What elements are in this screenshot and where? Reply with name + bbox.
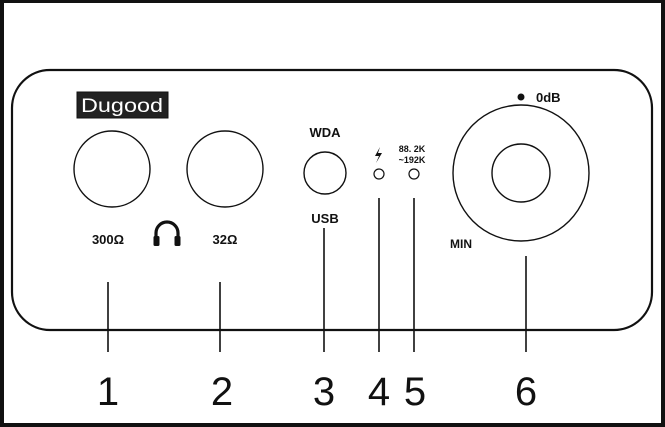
callout-1: 1 <box>97 370 119 414</box>
volume-knob-outer <box>452 104 590 242</box>
headphone-jack-32 <box>186 130 264 208</box>
power-indicator-led <box>373 168 385 180</box>
label-usb: USB <box>311 211 338 226</box>
volume-knob-inner <box>491 143 551 203</box>
headphone-jack-300 <box>73 130 151 208</box>
sample-rate-led <box>408 168 420 180</box>
brand-logo: Dugood <box>76 91 169 119</box>
label-rate-line-2: ~192K <box>399 155 426 165</box>
label-0db: 0dB <box>536 90 561 105</box>
label-300-ohm: 300Ω <box>92 232 124 247</box>
front-panel-outline <box>10 68 654 332</box>
callout-3: 3 <box>313 370 335 414</box>
callout-5: 5 <box>404 370 426 414</box>
label-rate-line-1: 88. 2K <box>399 144 426 154</box>
label-32-ohm: 32Ω <box>213 232 238 247</box>
brand-logo-background <box>76 91 169 119</box>
headphone-icon <box>153 220 181 246</box>
lightning-bolt-icon <box>375 147 382 163</box>
callout-4: 4 <box>368 370 390 414</box>
label-wda: WDA <box>309 125 341 140</box>
max-volume-dot <box>517 93 525 101</box>
callout-2: 2 <box>211 370 233 414</box>
input-selector-button <box>303 151 347 195</box>
callout-6: 6 <box>515 370 537 414</box>
brand-logo-text: Dugood <box>81 96 163 117</box>
label-min: MIN <box>450 237 472 251</box>
